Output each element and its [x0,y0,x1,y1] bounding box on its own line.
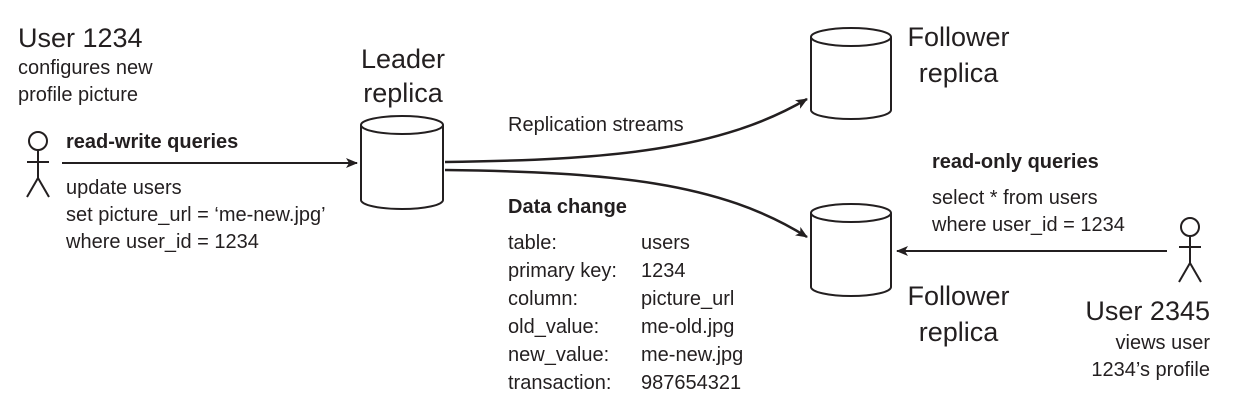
leader-replica-database-icon [360,115,444,210]
follower-replica-top-label: Follower replica [907,22,1010,88]
user-1234-person-icon [26,131,50,198]
data-change-table: table: users primary key: 1234 column: p… [508,229,743,397]
data-change-value: me-new.jpg [641,344,744,366]
follower-replica-bottom-label: Follower replica [907,281,1010,347]
data-change-value: me-old.jpg [641,316,735,338]
user-2345-name: User 2345 [1085,296,1210,326]
data-change-key: table: [508,232,557,254]
data-change-value: 1234 [641,260,686,282]
read-write-query-sql: update users set picture_url = ‘me-new.j… [66,177,326,253]
data-change-value: users [641,232,690,254]
data-change-key: column: [508,288,579,310]
follower-replica-bottom-database-icon [810,203,892,297]
data-change-row: column: picture_url [508,285,743,313]
data-change-row: transaction: 987654321 [508,369,743,397]
replication-stream-top-arrow [444,97,808,164]
data-change-key: transaction: [508,372,612,394]
replication-stream-bottom-arrow [444,168,808,239]
data-change-key: primary key: [508,260,617,282]
data-change-row: primary key: 1234 [508,257,743,285]
data-change-value: 987654321 [641,372,742,394]
leader-replica-label: Leader replica [360,44,446,108]
user-1234-description: configures new profile picture [18,57,153,106]
user-2345-description: views user 1234’s profile [1091,332,1210,381]
follower-replica-top-database-icon [810,27,892,120]
data-change-key: new_value: [508,344,610,366]
data-change-key: old_value: [508,316,600,338]
replication-streams-label: Replication streams [508,114,684,136]
data-change-row: new_value: me-new.jpg [508,341,743,369]
read-only-queries-title: read-only queries [932,151,1099,173]
user-1234-name: User 1234 [18,23,143,53]
data-change-row: old_value: me-old.jpg [508,313,743,341]
read-write-queries-title: read-write queries [66,131,239,153]
read-only-query-sql: select * from users where user_id = 1234 [932,187,1125,236]
data-change-value: picture_url [641,288,735,310]
user-2345-person-icon [1178,217,1202,283]
data-change-row: table: users [508,229,743,257]
data-change-title: Data change [508,196,627,218]
